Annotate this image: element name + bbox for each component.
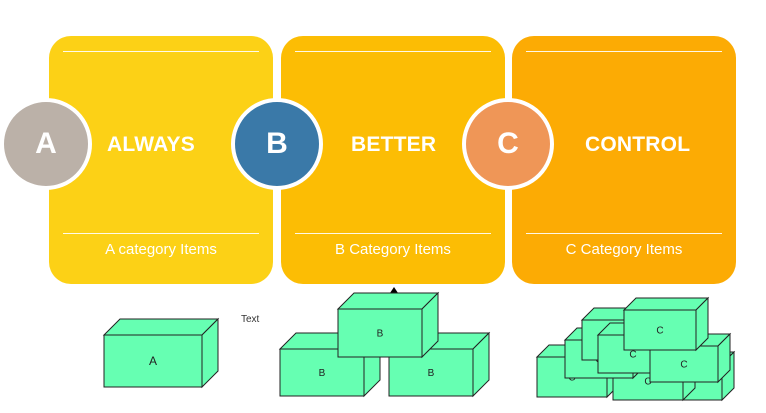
box-label: C	[656, 326, 663, 337]
card-word: ALWAYS	[107, 133, 195, 156]
card-subtitle: C Category Items	[565, 241, 683, 258]
card-top-divider	[63, 51, 259, 52]
card-bottom-divider	[526, 233, 722, 234]
box-label: C	[644, 377, 651, 388]
box-label: C	[629, 350, 636, 361]
card-better: BETTER B Category Items	[281, 36, 505, 284]
card-subtitle: A category Items	[105, 241, 217, 258]
box-b-top: B	[336, 291, 440, 359]
box-a: A	[102, 317, 220, 389]
card-top-divider	[526, 51, 722, 52]
circle-b: B	[231, 98, 323, 190]
card-word: CONTROL	[585, 133, 691, 156]
box-label: B	[319, 368, 326, 379]
box-label: C	[680, 360, 687, 371]
card-top-divider	[295, 51, 491, 52]
arrow-tip-icon	[390, 287, 398, 293]
free-text-label: Text	[241, 314, 260, 325]
box-c: C	[622, 296, 710, 352]
box-label: A	[149, 354, 157, 368]
circle-a: A	[0, 98, 92, 190]
card-bottom-divider	[295, 233, 491, 234]
card-subtitle: B Category Items	[335, 241, 451, 258]
card-bottom-divider	[63, 233, 259, 234]
card-word: BETTER	[351, 133, 437, 156]
circle-c: C	[462, 98, 554, 190]
box-label: B	[428, 368, 435, 379]
box-label: B	[377, 329, 384, 340]
